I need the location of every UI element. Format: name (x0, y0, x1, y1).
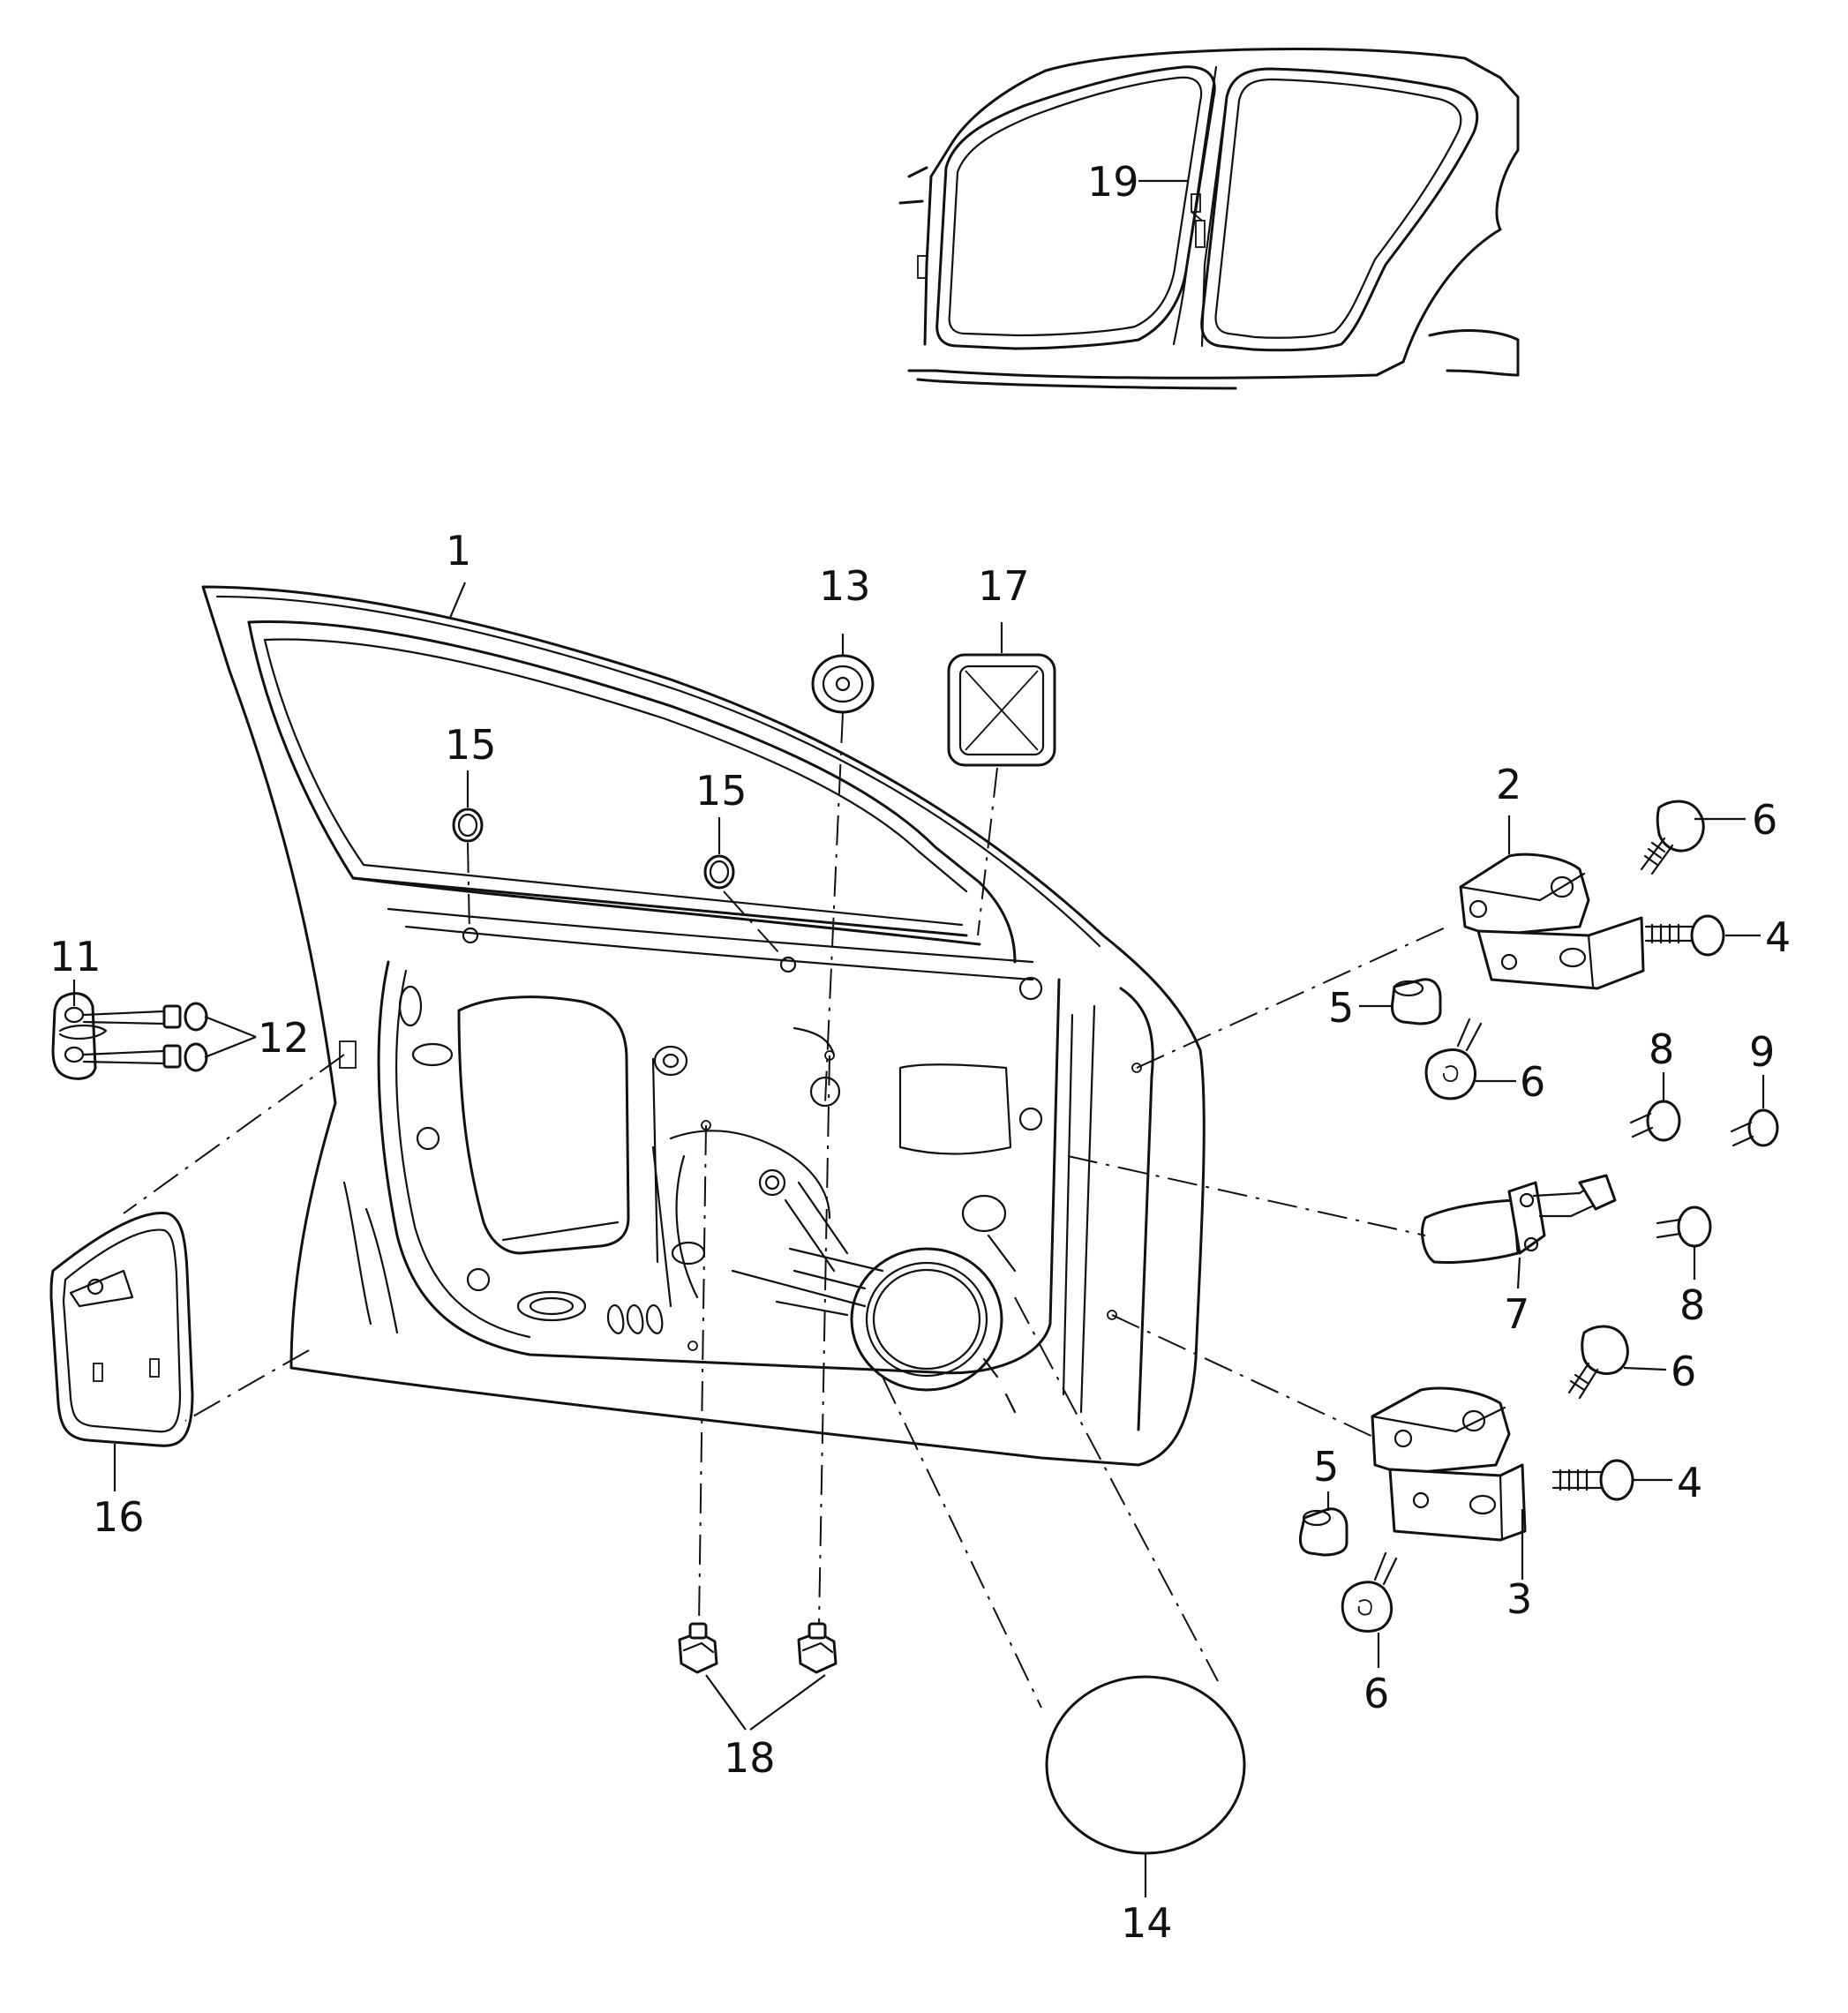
grommet-part-13 (811, 654, 875, 714)
upper-hinge-part-2 (1459, 853, 1645, 990)
bolt-part-8-bottom (1656, 1206, 1712, 1248)
door-check-part-7 (1421, 1174, 1617, 1264)
assembly-lines (123, 712, 1448, 1709)
callout-4-lower: 4 (1677, 1459, 1702, 1506)
callout-19: 19 (1087, 158, 1139, 206)
callout-8-bottom: 8 (1679, 1281, 1705, 1329)
callout-6-upper: 6 (1752, 796, 1777, 844)
callout-15-right: 15 (695, 767, 747, 815)
callout-5-lower: 5 (1313, 1443, 1339, 1491)
bolt-part-4-lower (1551, 1459, 1634, 1501)
callout-5-upper: 5 (1328, 984, 1354, 1032)
membrane-part-14 (1045, 1675, 1246, 1855)
callout-18: 18 (724, 1734, 776, 1782)
bolt-part-6-upper (1640, 800, 1705, 875)
bolt-part-9 (1730, 1108, 1779, 1147)
callout-6-lower-top: 6 (1671, 1348, 1696, 1395)
bolt-part-4-upper (1644, 914, 1725, 957)
leader-lines (72, 582, 1765, 1897)
cap-part-5-lower (1298, 1507, 1348, 1557)
lower-hinge-part-3 (1371, 1386, 1527, 1542)
callout-7: 7 (1504, 1290, 1529, 1338)
callout-17: 17 (978, 562, 1030, 610)
callout-16: 16 (93, 1493, 145, 1541)
nut-part-18-left (678, 1622, 718, 1674)
callout-1: 1 (446, 527, 471, 575)
callout-6-lower-bottom: 6 (1363, 1670, 1389, 1717)
screws-part-12 (82, 1002, 208, 1072)
callout-4-upper: 4 (1765, 913, 1791, 961)
callout-13: 13 (819, 562, 871, 610)
callout-3: 3 (1506, 1575, 1532, 1623)
bolt-part-6-lower-bottom (1341, 1551, 1398, 1633)
callout-2: 2 (1496, 761, 1521, 808)
callout-11: 11 (49, 933, 101, 980)
callout-8-top: 8 (1649, 1025, 1674, 1073)
callout-14: 14 (1121, 1899, 1173, 1947)
lock-seal-part-16 (49, 1211, 194, 1447)
callout-9: 9 (1749, 1028, 1775, 1076)
nut-part-18-right (797, 1622, 838, 1674)
front-door-shell (201, 585, 1206, 1467)
bolt-part-8-top (1629, 1100, 1681, 1142)
plug-part-15-right (703, 854, 735, 890)
bolt-part-6-lower-top (1567, 1325, 1629, 1400)
cap-part-5-upper (1391, 978, 1442, 1025)
callout-15-left: 15 (445, 721, 497, 769)
callout-6-mid: 6 (1520, 1058, 1545, 1106)
callout-labels: 1 2 3 4 4 5 5 6 6 6 6 7 8 8 9 11 12 13 1… (49, 158, 1791, 1947)
striker-plate-part-11 (51, 992, 108, 1080)
plug-part-15-left (452, 807, 484, 843)
callout-12: 12 (258, 1014, 310, 1062)
square-plug-part-17 (947, 653, 1056, 767)
vehicle-body-side-inset (898, 47, 1520, 390)
bolt-part-6-lower-upperhinge (1424, 1018, 1483, 1100)
